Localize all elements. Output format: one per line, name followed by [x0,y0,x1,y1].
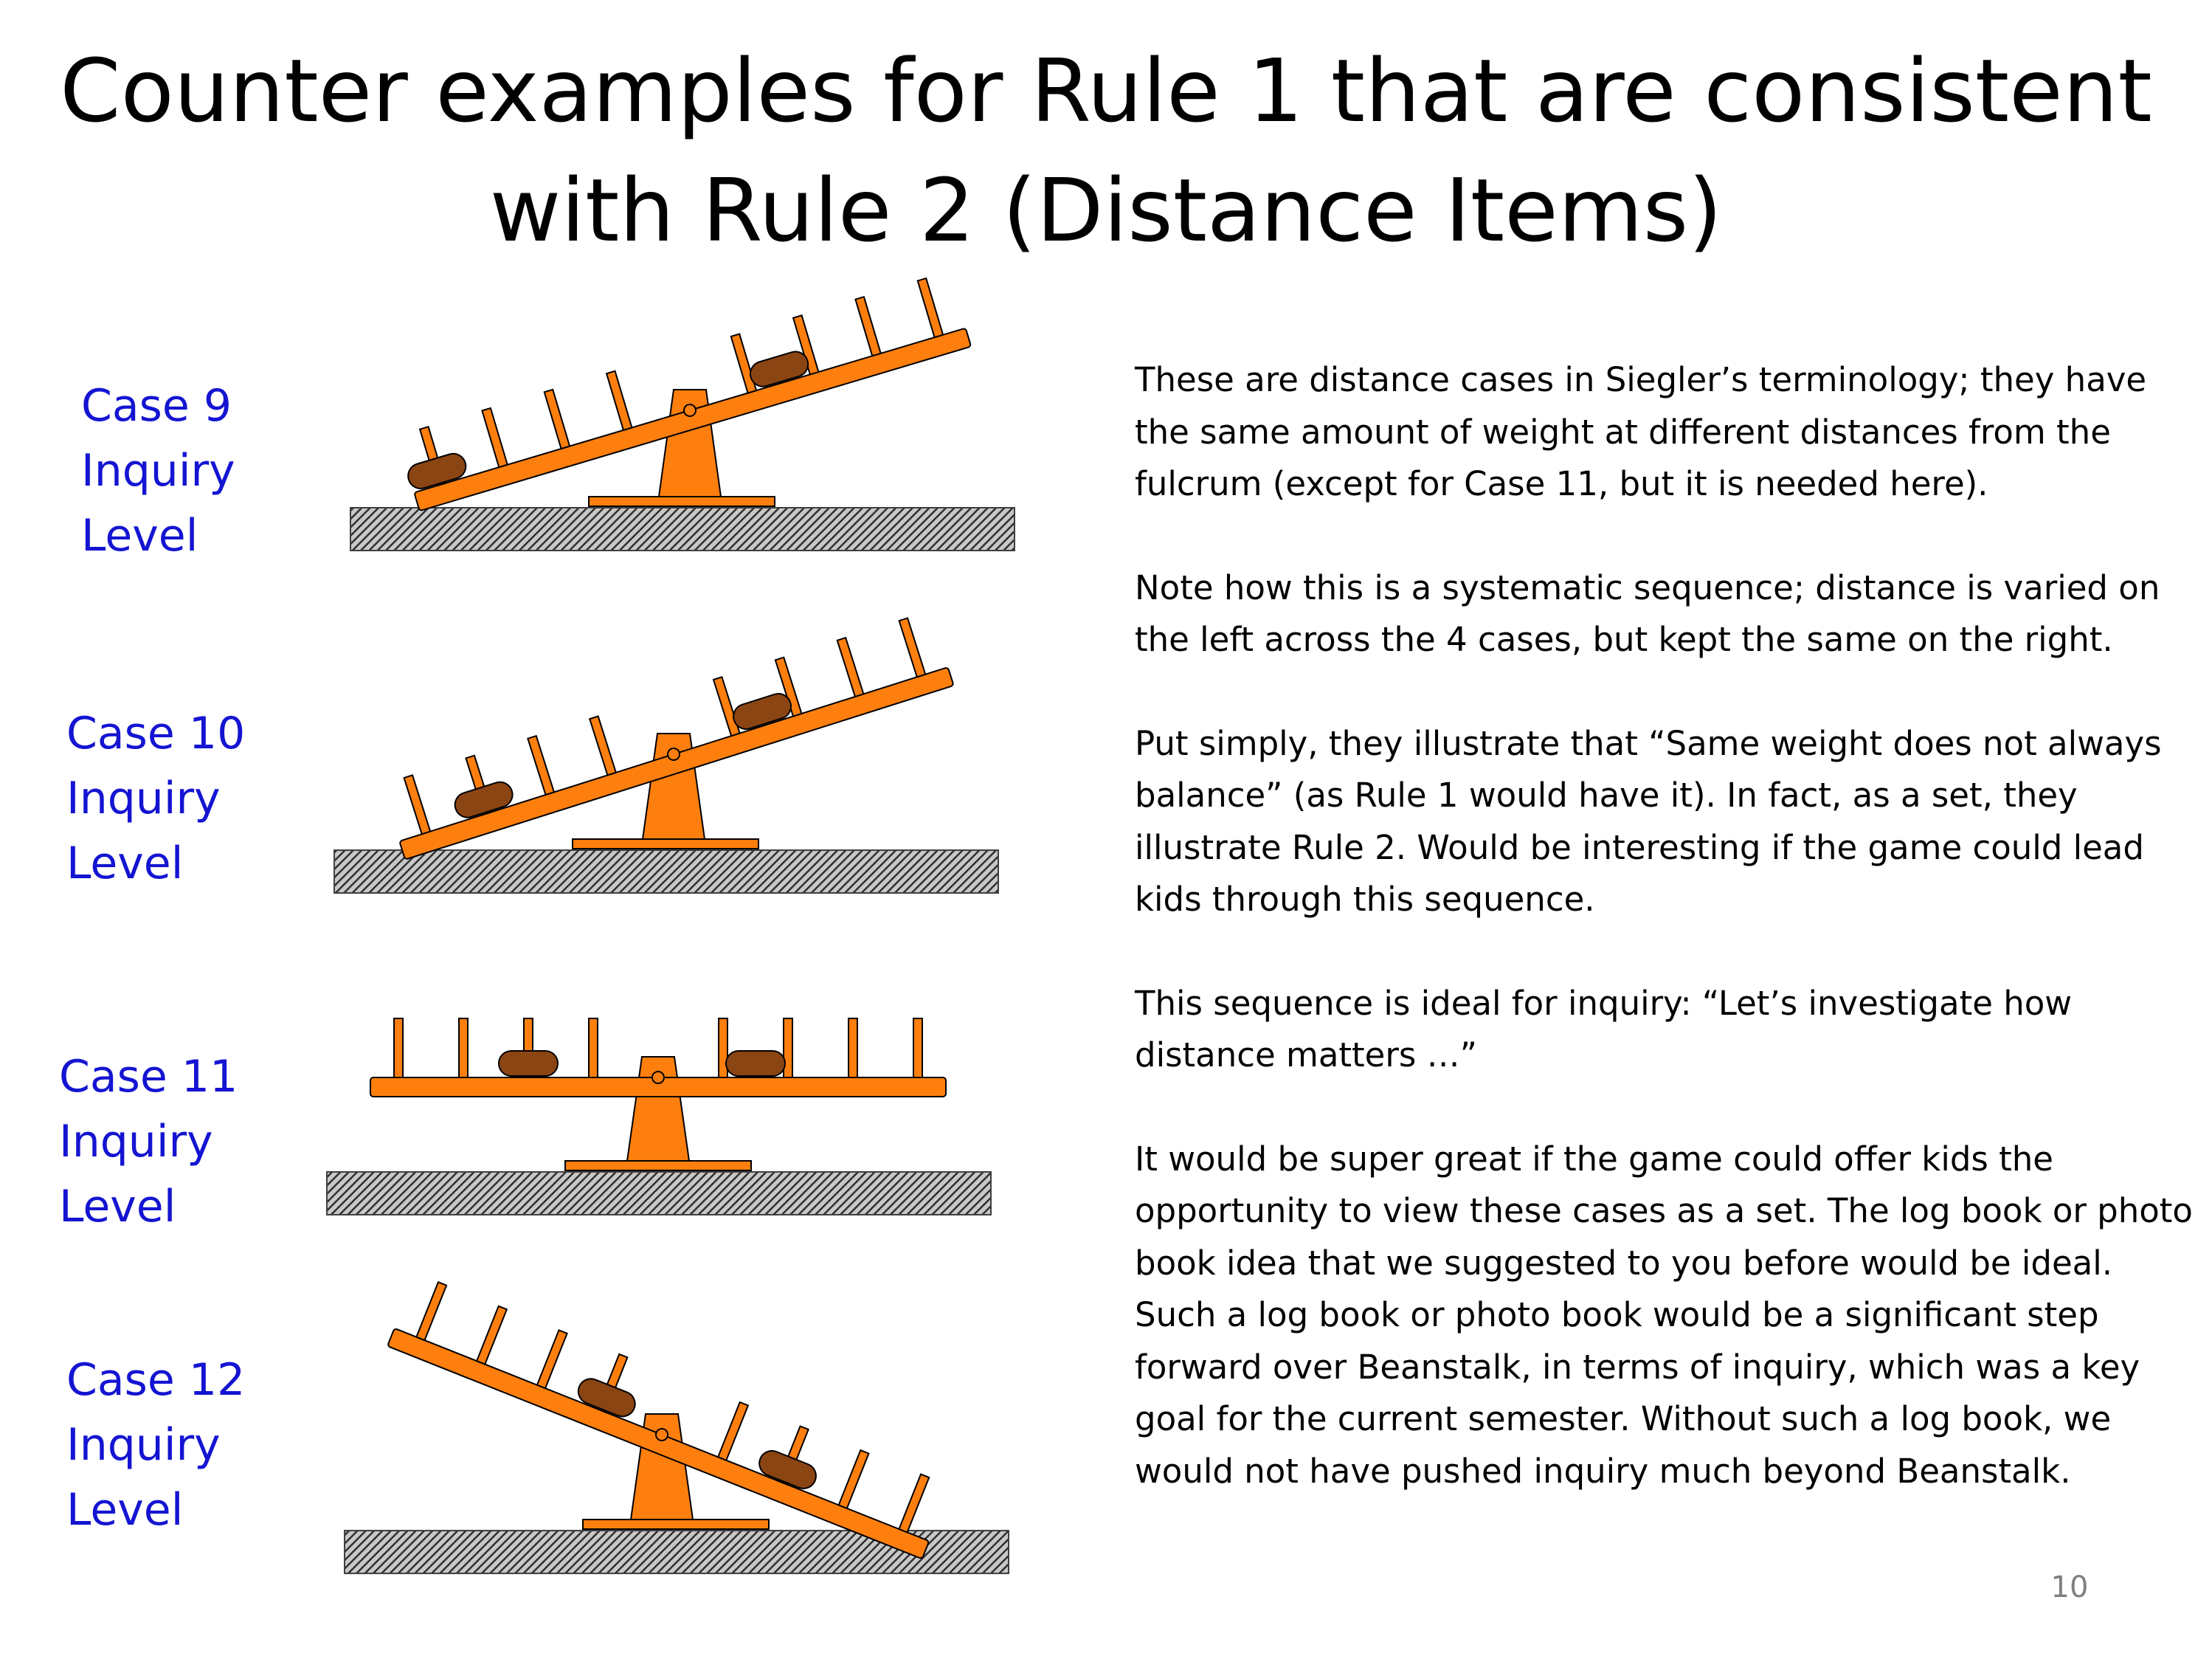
weight [498,1050,559,1077]
title-line-2: with Rule 2 (Distance Items) [489,159,1723,261]
case-12-label-line-3: Level [66,1484,184,1536]
peg [458,1018,469,1078]
pivot-pin [667,748,680,761]
explanation-text: These are distance cases in Siegler’s te… [1135,354,2197,1549]
peg [403,774,432,835]
peg [588,1018,598,1078]
case-11-label: Case 11 Inquiry Level [59,1044,238,1239]
peg [718,1018,728,1078]
peg [415,1281,448,1342]
peg [898,617,927,678]
paragraph-3: Put simply, they illustrate that “Same w… [1135,723,2162,920]
pivot-pin [683,404,697,417]
ground-hatch [326,1171,992,1215]
peg [393,1018,404,1078]
peg [712,676,741,737]
weight [577,1378,636,1418]
peg [774,656,803,717]
case-10-label-line-2: Inquiry [66,773,221,824]
ground-hatch [333,849,999,894]
peg [913,1018,923,1078]
peg [730,333,758,394]
case-9-label-line-3: Level [81,510,198,562]
page-number: 10 [2050,1570,2089,1604]
fulcrum-base [582,1519,770,1530]
case-9-label-line-1: Case 9 [81,380,232,432]
peg [836,636,865,698]
pivot-pin [651,1071,665,1084]
peg [543,388,571,450]
case-12-label: Case 12 Inquiry Level [66,1348,245,1542]
weight [454,781,514,818]
weight [725,1050,786,1077]
paragraph-1: These are distance cases in Siegler’s te… [1135,360,2147,503]
peg [481,407,508,469]
weight [758,1449,817,1489]
beam [387,1281,930,1559]
peg [783,1018,793,1078]
peg [916,277,944,339]
title-line-1: Counter examples for Rule 1 that are con… [60,40,2152,142]
beam [370,1018,947,1097]
fulcrum-base [588,496,775,507]
scale-case-3 [326,1018,992,1215]
peg [475,1305,508,1365]
fulcrum-base [564,1160,752,1171]
weight [407,452,467,489]
peg [854,295,882,357]
peg [792,314,820,376]
ground-hatch [350,507,1015,551]
case-9-label: Case 9 Inquiry Level [81,373,235,568]
weight [750,351,809,387]
case-10-label-line-1: Case 10 [66,708,246,759]
case-11-label-line-1: Case 11 [59,1051,238,1103]
case-11-label-line-2: Inquiry [59,1116,213,1167]
peg [605,370,633,432]
fulcrum-base [572,838,759,849]
case-12-label-line-1: Case 12 [66,1354,246,1406]
peg [588,715,618,776]
peg [716,1401,750,1462]
slide-title: Counter examples for Rule 1 that are con… [0,31,2212,270]
case-11-label-line-3: Level [59,1181,176,1232]
peg [536,1329,568,1390]
paragraph-2: Note how this is a systematic sequence; … [1135,568,2160,660]
case-10-label: Case 10 Inquiry Level [66,701,245,896]
weight [733,693,792,730]
peg [848,1018,858,1078]
paragraph-5: It would be super great if the game coul… [1135,1139,2193,1491]
peg [837,1449,870,1510]
case-9-label-line-2: Inquiry [81,445,235,497]
scale-case-4 [344,1281,1009,1574]
beam [399,617,954,860]
case-10-label-line-3: Level [66,838,184,889]
pivot-pin [655,1428,668,1441]
paragraph-4: This sequence is ideal for inquiry: “Let… [1135,983,2073,1075]
peg [898,1473,930,1534]
case-12-label-line-2: Inquiry [66,1419,221,1471]
scale-case-1 [350,277,1015,551]
peg [527,734,556,796]
beam [407,277,972,511]
scale-case-2 [333,617,999,894]
